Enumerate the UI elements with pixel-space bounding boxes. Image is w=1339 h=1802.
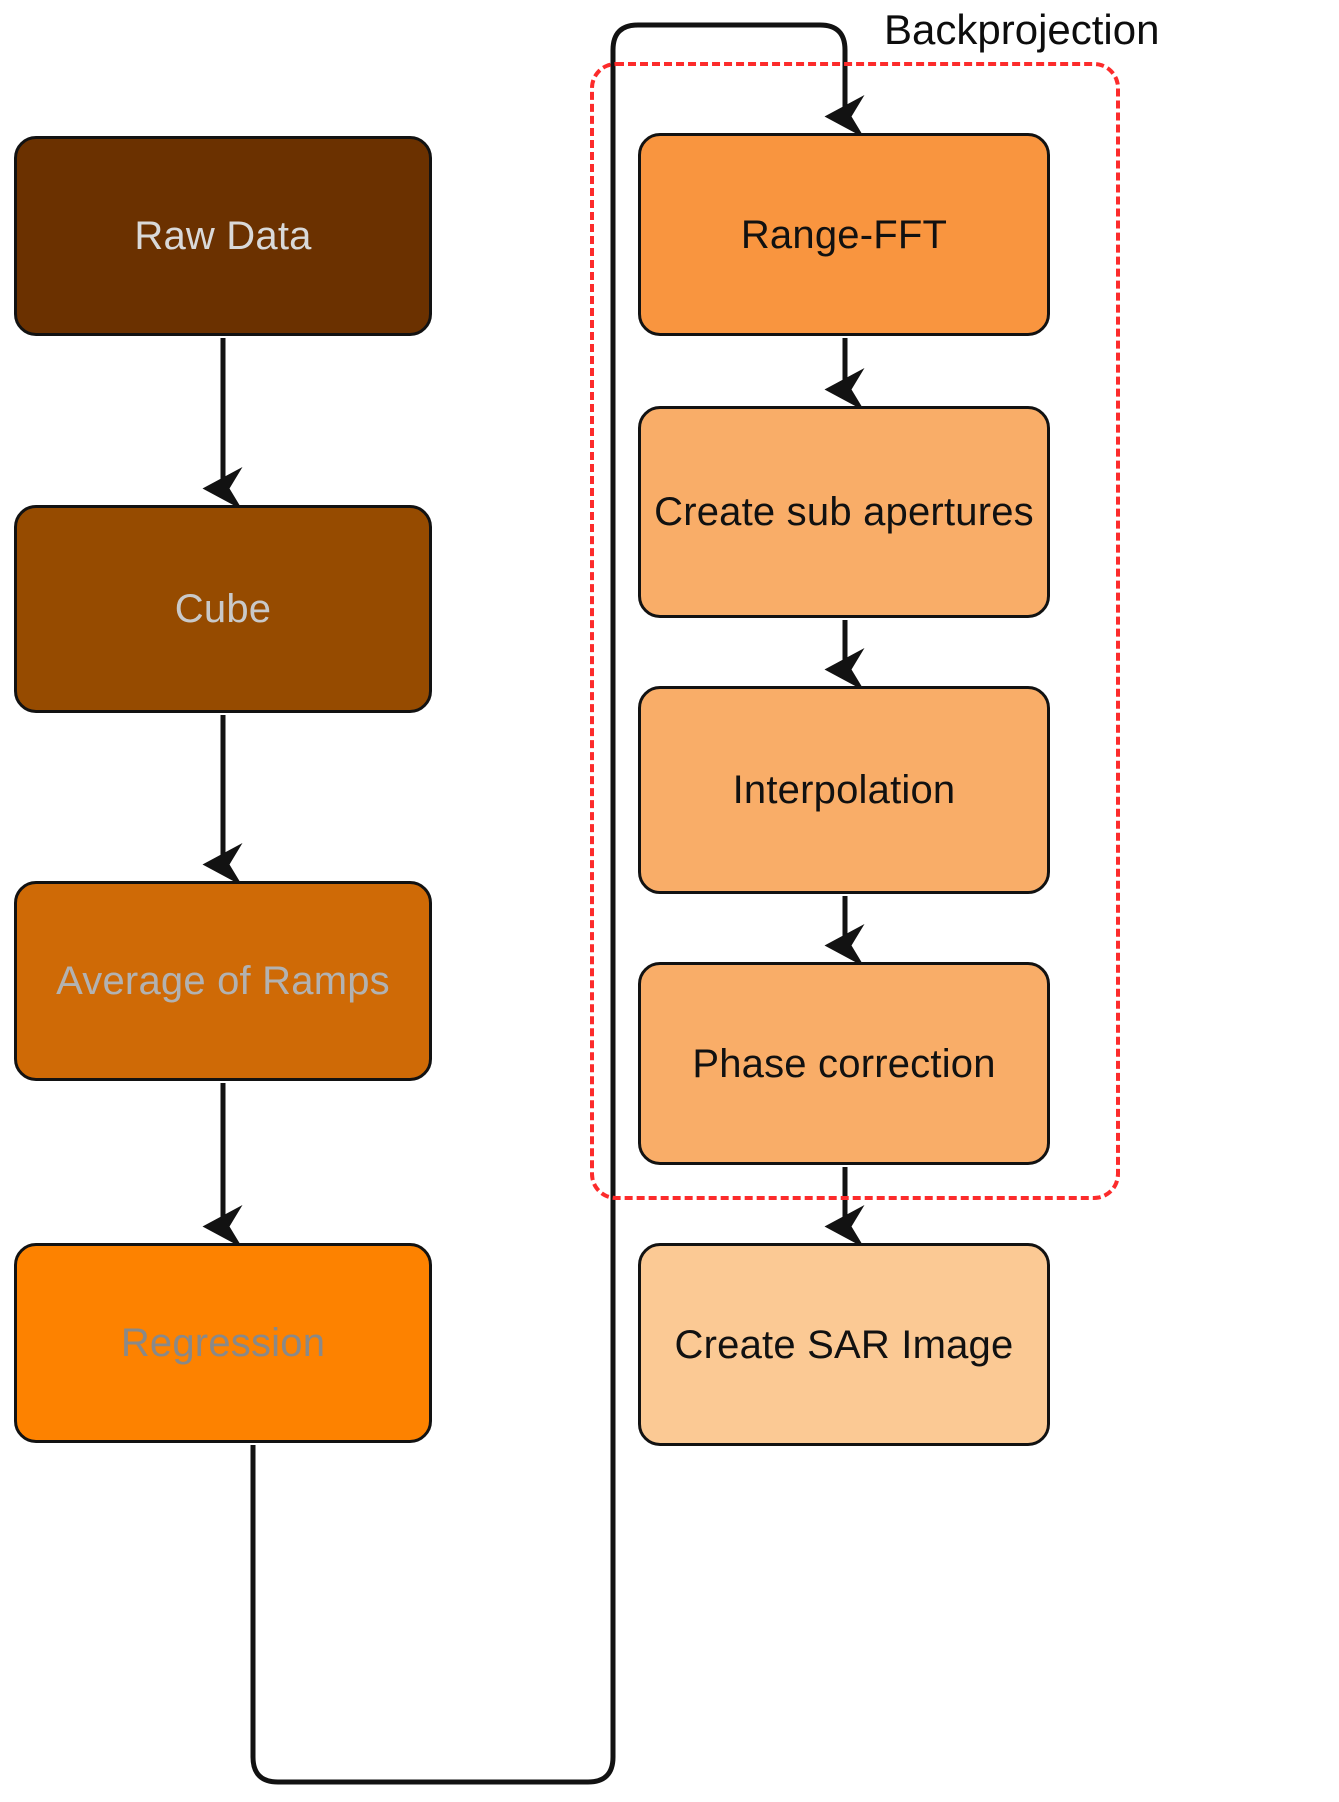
node-label: Regression xyxy=(120,1321,326,1365)
node-label: Create SAR Image xyxy=(674,1322,1014,1367)
node-label: Range-FFT xyxy=(740,212,948,257)
node-create-sar-image[interactable]: Create SAR Image xyxy=(638,1243,1050,1446)
node-label: Create sub apertures xyxy=(654,490,1034,534)
node-label: Average of Ramps xyxy=(56,959,390,1003)
node-label: Raw Data xyxy=(134,214,312,258)
node-raw-data[interactable]: Raw Data xyxy=(14,136,432,336)
node-cube[interactable]: Cube xyxy=(14,505,432,713)
node-regression[interactable]: Regression xyxy=(14,1243,432,1443)
node-phase-correction[interactable]: Phase correction xyxy=(638,962,1050,1165)
node-average-of-ramps[interactable]: Average of Ramps xyxy=(14,881,432,1081)
node-label: Phase correction xyxy=(692,1041,996,1086)
node-interpolation[interactable]: Interpolation xyxy=(638,686,1050,894)
node-label: Cube xyxy=(174,587,272,631)
node-label: Interpolation xyxy=(732,768,956,812)
node-range-fft[interactable]: Range-FFT xyxy=(638,133,1050,336)
backprojection-group-label: Backprojection xyxy=(884,6,1160,53)
node-create-sub-apertures[interactable]: Create sub apertures xyxy=(638,406,1050,618)
